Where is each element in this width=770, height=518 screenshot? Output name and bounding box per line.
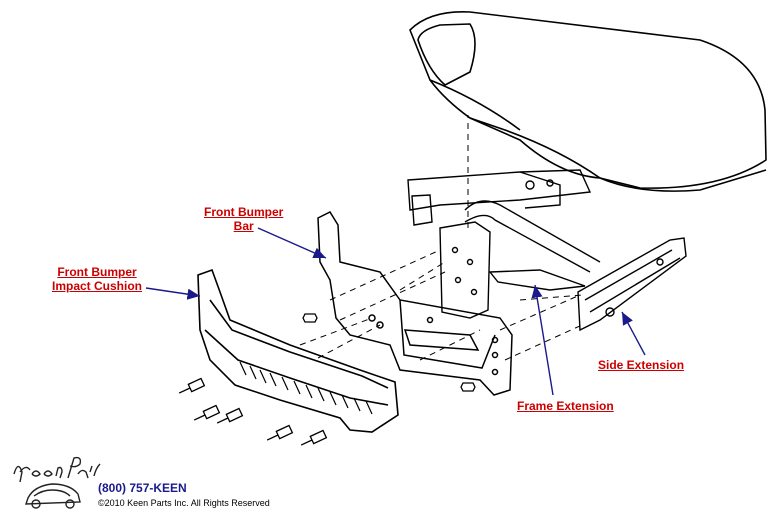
copyright-text: ©2010 Keen Parts Inc. All Rights Reserve… [98, 498, 270, 508]
alignment-lines [299, 115, 583, 361]
frame-extension-part [439, 221, 586, 319]
frame-rail [407, 169, 601, 273]
label-frame-extension[interactable]: Frame Extension [517, 399, 614, 413]
mounting-bolts [178, 313, 476, 446]
impact-cushion-part [197, 268, 399, 433]
front-bumper-bar-part [317, 211, 513, 396]
arrow-side-extension [621, 311, 646, 356]
car-hood-outline [409, 11, 767, 192]
callout-arrows [145, 227, 646, 396]
label-impact-cushion-line2: Impact Cushion [52, 279, 143, 293]
arrow-frame-extension [531, 284, 554, 396]
label-front-bumper-bar[interactable]: Front Bumper Bar [204, 205, 283, 233]
arrow-front-bumper-bar [257, 227, 327, 259]
label-side-extension[interactable]: Side Extension [598, 358, 685, 372]
label-front-bumper-bar-line1: Front Bumper [204, 205, 284, 219]
side-extension-part [577, 237, 687, 332]
label-impact-cushion[interactable]: Front Bumper Impact Cushion [52, 265, 142, 293]
phone-number: (800) 757-KEEN [98, 481, 187, 495]
arrow-impact-cushion [145, 287, 201, 300]
label-impact-cushion-line1: Front Bumper [57, 265, 137, 279]
keen-parts-logo [13, 456, 101, 509]
label-front-bumper-bar-line2: Bar [233, 219, 254, 233]
